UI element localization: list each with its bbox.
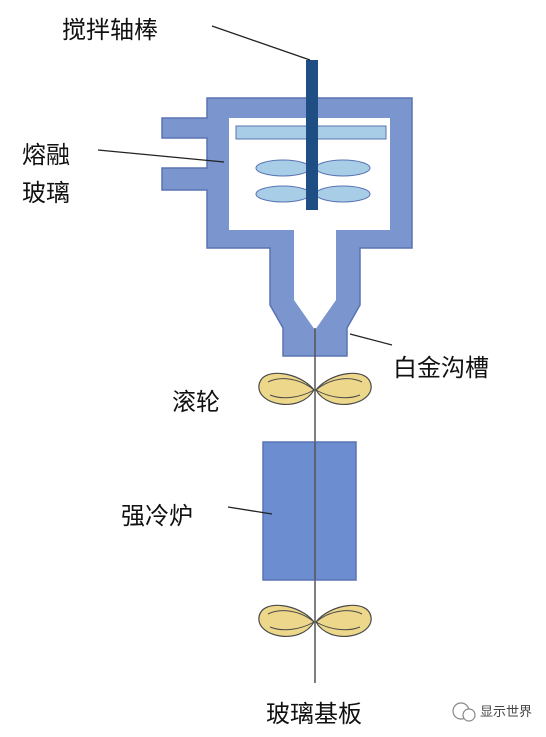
stir-blade-lower-right: [315, 185, 371, 203]
leader-stir-rod: [211, 25, 311, 61]
annealing-furnace: [262, 441, 357, 581]
roller-lower-left-lobe: [258, 604, 315, 637]
watermark-text: 显示世界: [480, 705, 532, 720]
leader-annealing-furnace: [227, 506, 273, 515]
watermark: 显示世界: [452, 702, 532, 722]
label-molten-glass-line2: 玻璃: [22, 179, 70, 207]
roller-upper-right-lobe: [315, 372, 372, 405]
roller-lower: [258, 604, 372, 637]
label-roller: 滚轮: [172, 388, 220, 416]
leader-platinum-channel: [349, 333, 393, 346]
roller-upper: [258, 372, 372, 405]
leader-molten-glass: [97, 149, 225, 163]
label-molten-glass-line1: 熔融: [22, 141, 70, 169]
label-stir-rod: 搅拌轴棒: [62, 16, 158, 44]
label-glass-substrate: 玻璃基板: [266, 700, 362, 728]
label-platinum-channel: 白金沟槽: [393, 354, 489, 382]
stir-blade-upper-right: [315, 159, 371, 177]
stir-blade-upper-left: [255, 159, 311, 177]
roller-upper-left-lobe: [258, 372, 315, 405]
stir-rod: [306, 60, 318, 210]
roller-lower-right-lobe: [315, 604, 372, 637]
label-annealing-furnace: 强冷炉: [121, 502, 193, 530]
stir-blade-lower-left: [255, 185, 311, 203]
